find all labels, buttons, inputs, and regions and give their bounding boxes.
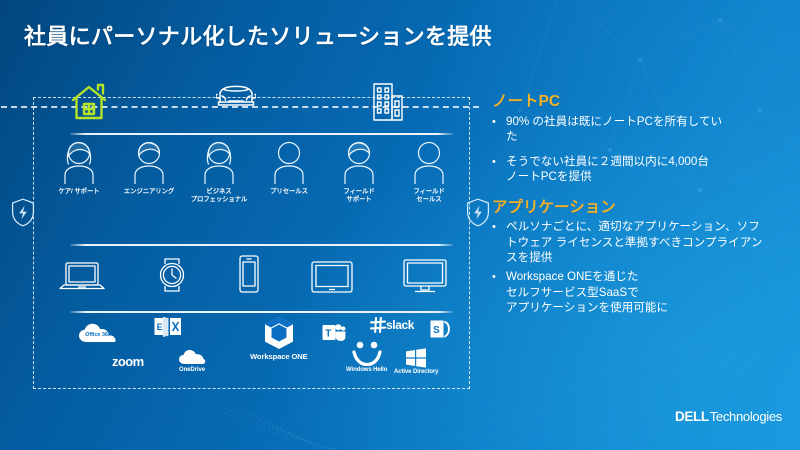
persona-item[interactable]: ケア/ サポート xyxy=(44,140,114,204)
slack-label: slack xyxy=(386,318,415,332)
workspace-one-icon[interactable]: Workspace ONE xyxy=(250,316,308,361)
office-building-icon xyxy=(372,82,404,127)
section-laptop: ノートPC • 90% の社員は既にノートPCを所有してい た • そうでない社… xyxy=(492,93,792,185)
bullet-list: • ペルソナごとに、適切なアプリケーション、ソフ トウェア ライセンスと準拠すべ… xyxy=(492,219,792,315)
device-row xyxy=(58,254,448,299)
svg-text:S: S xyxy=(433,325,440,336)
dell-technologies-logo: DELL Technologies xyxy=(675,409,782,424)
bullet-marker: • xyxy=(492,221,496,234)
bullet-marker: • xyxy=(492,156,496,169)
list-item: • Workspace ONEを通じた セルフサービス型SaaSで アプリケーシ… xyxy=(492,269,792,315)
microsoft-teams-icon[interactable]: T xyxy=(322,322,346,344)
zoom-label: zoom xyxy=(112,354,144,369)
bullet-text: そうでない社員に２週間以内に4,000台 ノートPCを提供 xyxy=(506,155,709,184)
divider-bottom xyxy=(70,311,453,313)
bullet-text: 90% の社員は既にノートPCを所有してい た xyxy=(506,114,723,143)
content-column: ノートPC • 90% の社員は既にノートPCを所有してい た • そうでない社… xyxy=(492,93,792,319)
persona-label: フィールド セールス xyxy=(413,188,445,203)
section-heading: アプリケーション xyxy=(492,198,616,216)
divider-middle xyxy=(70,244,453,246)
section-applications: アプリケーション • ペルソナごとに、適切なアプリケーション、ソフ トウェア ラ… xyxy=(492,199,792,315)
solution-diagram-panel: ケア/ サポート エンジニアリング ビジネス プロフェッショナル xyxy=(1,83,479,389)
persona-label: エンジニアリング xyxy=(123,188,175,195)
sharepoint-icon[interactable]: S xyxy=(430,318,454,340)
shield-bolt-icon xyxy=(11,198,35,232)
slack-hash-glyph xyxy=(370,317,386,333)
list-item: • そうでない社員に２週間以内に4,000台 ノートPCを提供 xyxy=(492,154,792,185)
slack-icon[interactable]: slack xyxy=(370,317,414,333)
zoom-icon[interactable]: zoom xyxy=(112,354,144,369)
avatar-long-hair-icon xyxy=(64,141,94,184)
svg-text:T: T xyxy=(325,329,331,340)
persona-row: ケア/ サポート エンジニアリング ビジネス プロフェッショナル xyxy=(44,140,464,204)
shield-bolt-icon xyxy=(466,198,490,232)
persona-item[interactable]: フィールド セールス xyxy=(394,140,464,204)
persona-item[interactable]: フィールド サポート xyxy=(324,140,394,204)
application-logo-row: Office 365 E Workspace ONE xyxy=(64,316,464,382)
windows-hello-icon[interactable]: Windows Hello xyxy=(346,340,387,374)
list-item: • 90% の社員は既にノートPCを所有してい た xyxy=(492,114,792,145)
slide-title: 社員にパーソナル化したソリューションを提供 xyxy=(24,24,492,49)
tablet-icon[interactable] xyxy=(310,260,354,299)
active-directory-label: Active Directory xyxy=(394,369,439,375)
dell-wordmark: DELL xyxy=(675,409,709,424)
journey-row xyxy=(1,82,479,132)
active-directory-icon[interactable]: Active Directory xyxy=(394,348,439,376)
bullet-list: • 90% の社員は既にノートPCを所有してい た • そうでない社員に２週間以… xyxy=(492,114,792,185)
windows-hello-label: Windows Hello xyxy=(346,367,388,373)
persona-label: ビジネス プロフェッショナル xyxy=(190,188,248,203)
persona-label: フィールド サポート xyxy=(343,188,375,203)
persona-item[interactable]: プリセールス xyxy=(254,140,324,204)
avatar-long-hair-icon xyxy=(204,141,234,184)
onedrive-label: OneDrive xyxy=(179,367,205,373)
divider-top xyxy=(70,133,453,135)
bullet-text: Workspace ONEを通じた セルフサービス型SaaSで アプリケーション… xyxy=(506,270,669,314)
list-item: • ペルソナごとに、適切なアプリケーション、ソフ トウェア ライセンスと準拠すべ… xyxy=(492,219,792,265)
journey-dashed-path xyxy=(1,106,479,108)
persona-label: ケア/ サポート xyxy=(58,188,100,195)
avatar-plain-icon xyxy=(274,141,304,184)
car-icon xyxy=(215,82,257,115)
smartphone-icon[interactable] xyxy=(237,254,261,299)
persona-item[interactable]: エンジニアリング xyxy=(114,140,184,204)
desktop-monitor-icon[interactable] xyxy=(402,258,448,299)
office365-icon[interactable]: Office 365 xyxy=(78,322,118,344)
office-suite-icon[interactable]: E xyxy=(154,316,182,338)
avatar-short-hair-icon xyxy=(134,141,164,184)
avatar-plain-icon xyxy=(414,141,444,184)
technologies-wordmark: Technologies xyxy=(709,409,783,424)
office365-label: Office 365 xyxy=(85,332,111,338)
svg-text:E: E xyxy=(157,322,163,332)
avatar-short-hair-icon xyxy=(344,141,374,184)
persona-label: プリセールス xyxy=(270,188,308,195)
cloud-shape xyxy=(79,323,116,342)
smartwatch-icon[interactable] xyxy=(155,256,189,299)
onedrive-icon[interactable]: OneDrive xyxy=(178,348,206,374)
bullet-marker: • xyxy=(492,271,496,284)
persona-item[interactable]: ビジネス プロフェッショナル xyxy=(184,140,254,204)
workspace-one-label: Workspace ONE xyxy=(250,352,308,361)
house-icon xyxy=(70,82,108,127)
bullet-marker: • xyxy=(492,115,496,128)
bullet-text: ペルソナごとに、適切なアプリケーション、ソフ トウェア ライセンスと準拠すべきコ… xyxy=(506,220,763,264)
laptop-icon[interactable] xyxy=(58,260,106,299)
section-heading: ノートPC xyxy=(492,93,561,110)
